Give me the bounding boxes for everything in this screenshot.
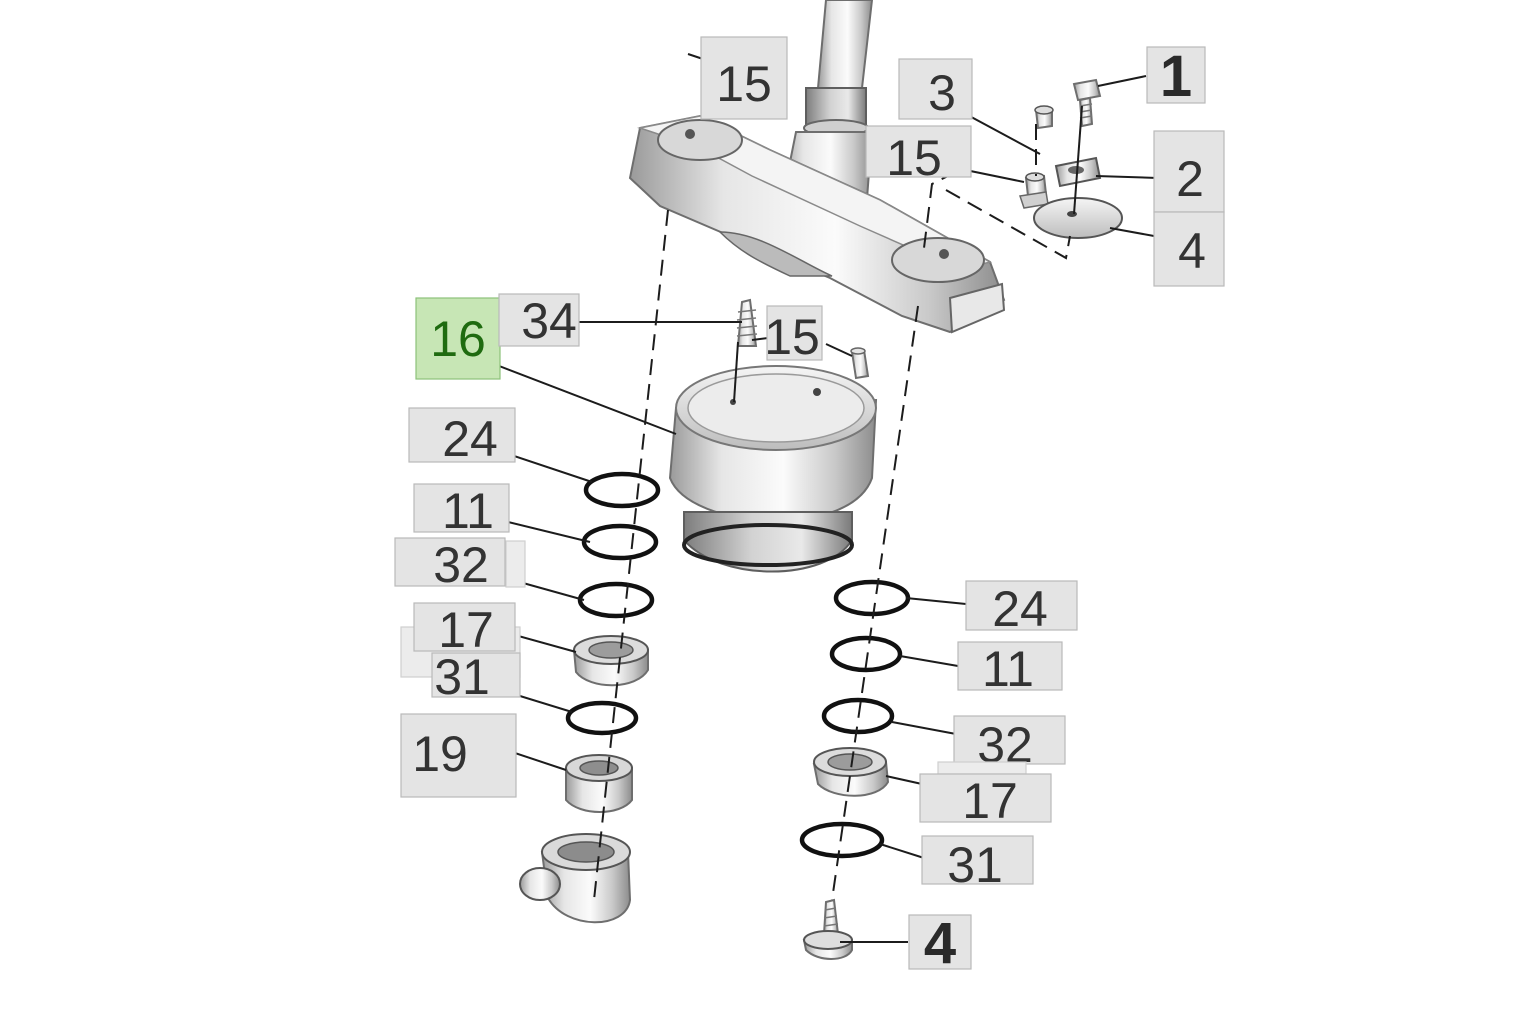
upper-triple-clamp [628,114,1006,334]
callout-11-left: 11 [413,483,510,539]
svg-text:1: 1 [1160,44,1192,109]
callout-31-left: 31 [431,649,521,705]
callout-34: 34 [498,293,580,349]
spacer-bushing [565,754,633,813]
callout-32-left: 32 [394,537,526,593]
callout-4-bottom: 4 [908,911,972,976]
callout-11-right: 11 [957,641,1063,697]
bolt-1 [1072,78,1102,128]
callout-19: 19 [400,713,517,798]
callout-15-upper: 15 [865,125,972,186]
svg-text:15: 15 [886,130,942,186]
callout-4-top: 4 [1153,211,1225,287]
callout-31-right: 31 [921,835,1034,893]
right-bearing [812,747,890,797]
svg-text:11: 11 [982,641,1034,697]
callout-15-top: 15 [700,36,788,120]
damper-housing [668,365,878,573]
left-bearing [572,635,649,687]
callout-16: 16 [415,297,501,380]
threaded-stud [736,298,758,347]
screw-3 [1034,105,1054,130]
callout-1: 1 [1146,44,1206,109]
svg-text:24: 24 [992,581,1048,637]
callout-24-left: 24 [408,407,516,467]
svg-text:19: 19 [412,726,468,782]
nut-15 [1019,172,1049,209]
bottom-bolt [802,898,853,960]
lower-clamp-fitting [519,833,632,924]
svg-text:17: 17 [438,602,494,658]
svg-text:15: 15 [716,56,772,112]
svg-text:2: 2 [1176,151,1204,207]
callout-17-right: 17 [919,761,1052,829]
callout-2: 2 [1153,130,1225,213]
svg-text:31: 31 [434,649,490,705]
callout-3: 3 [898,58,973,121]
callout-24-right: 24 [965,580,1078,637]
callout-15-mid: 15 [764,305,823,365]
svg-text:16: 16 [430,311,486,367]
svg-text:32: 32 [433,537,489,593]
cap-4 [1033,197,1123,239]
right-stack [799,579,911,960]
svg-text:17: 17 [962,773,1018,829]
svg-text:3: 3 [928,65,956,121]
top-right-hardware [1019,78,1123,239]
svg-text:24: 24 [442,411,498,467]
svg-text:15: 15 [764,309,820,365]
dowel-pin [850,347,870,380]
svg-text:4: 4 [924,911,956,976]
svg-text:31: 31 [947,837,1003,893]
svg-text:11: 11 [442,483,494,539]
svg-text:34: 34 [521,293,577,349]
svg-text:4: 4 [1178,223,1206,279]
